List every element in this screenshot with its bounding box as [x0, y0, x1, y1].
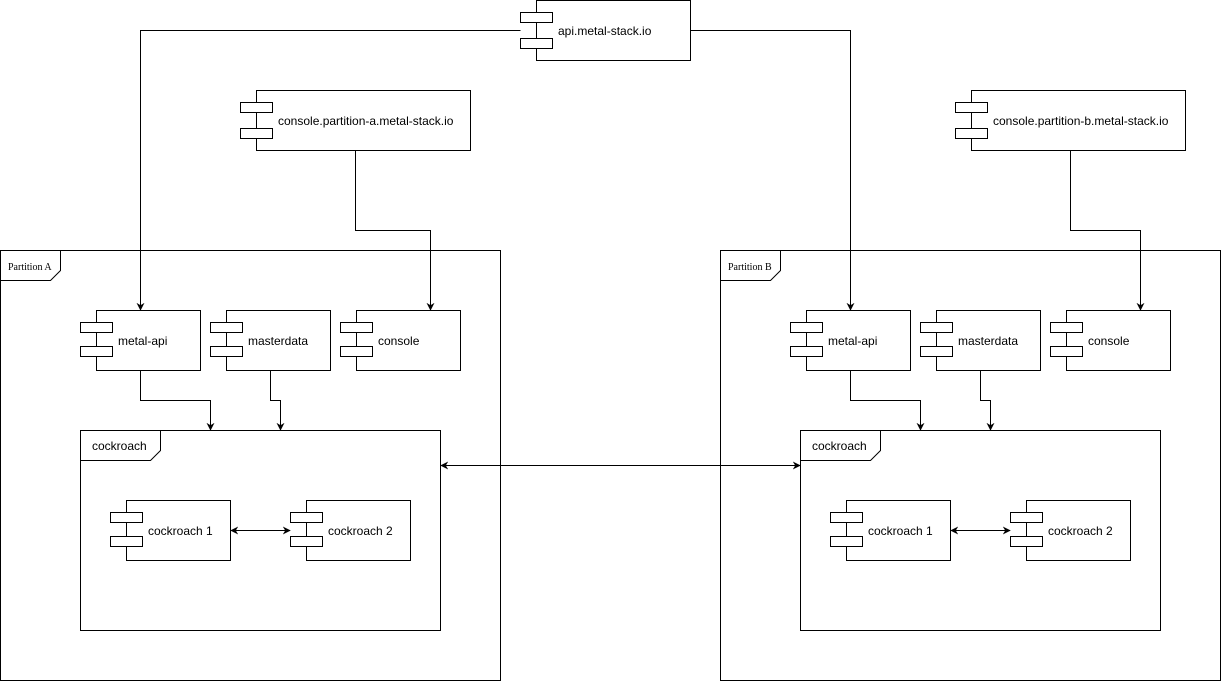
component-port-icon: [520, 12, 553, 23]
component-port-icon: [80, 346, 113, 357]
component-port-icon: [1010, 512, 1043, 523]
component-port-icon: [920, 346, 953, 357]
component-label: api.metal-stack.io: [558, 24, 652, 38]
edge-masterdata-a-to-cockroach-a: [270, 370, 285, 431]
component-label: cockroach 1: [868, 524, 933, 538]
component-b-masterdata[interactable]: masterdata: [920, 310, 1041, 371]
component-port-icon: [1010, 536, 1043, 547]
edge-console-a-top-to-console-a: [355, 150, 435, 311]
component-port-icon: [210, 322, 243, 333]
component-label: metal-api: [828, 334, 877, 348]
component-b-cockroach-1[interactable]: cockroach 1: [830, 500, 951, 561]
component-label: console.partition-a.metal-stack.io: [278, 114, 454, 128]
component-port-icon: [790, 322, 823, 333]
component-label: metal-api: [118, 334, 167, 348]
component-label: console: [1088, 334, 1130, 348]
component-label: console: [378, 334, 420, 348]
cockroach-group-a-label: cockroach: [92, 439, 147, 453]
component-label: console.partition-b.metal-stack.io: [993, 114, 1169, 128]
component-console-a-top[interactable]: console.partition-a.metal-stack.io: [240, 90, 471, 151]
component-b-console[interactable]: console: [1050, 310, 1171, 371]
edge-metal-api-a-to-cockroach-a: [140, 370, 215, 431]
component-a-cockroach-2[interactable]: cockroach 2: [290, 500, 411, 561]
edge-console-b-top-to-console-b: [1070, 150, 1145, 311]
component-port-icon: [210, 346, 243, 357]
component-port-icon: [955, 128, 988, 139]
component-port-icon: [290, 512, 323, 523]
component-port-icon: [955, 102, 988, 113]
component-a-cockroach-1[interactable]: cockroach 1: [110, 500, 231, 561]
component-port-icon: [790, 346, 823, 357]
edge-masterdata-b-to-cockroach-b: [980, 370, 995, 431]
edge-metal-api-b-to-cockroach-b: [850, 370, 925, 431]
component-port-icon: [110, 536, 143, 547]
component-port-icon: [520, 38, 553, 49]
component-port-icon: [920, 322, 953, 333]
component-label: masterdata: [958, 334, 1018, 348]
component-b-metal-api[interactable]: metal-api: [790, 310, 911, 371]
component-port-icon: [340, 322, 373, 333]
component-port-icon: [1050, 322, 1083, 333]
component-label: cockroach 1: [148, 524, 213, 538]
component-label: masterdata: [248, 334, 308, 348]
component-label: cockroach 2: [1048, 524, 1113, 538]
partition-b-title: Partition B: [728, 262, 772, 273]
component-a-metal-api[interactable]: metal-api: [80, 310, 201, 371]
component-port-icon: [1050, 346, 1083, 357]
component-console-b-top[interactable]: console.partition-b.metal-stack.io: [955, 90, 1186, 151]
edge-api-to-metal-api-a: [136, 30, 521, 311]
partition-a-title: Partition A: [8, 262, 52, 273]
component-port-icon: [290, 536, 323, 547]
component-a-console[interactable]: console: [340, 310, 461, 371]
component-port-icon: [110, 512, 143, 523]
component-port-icon: [240, 128, 273, 139]
component-b-cockroach-2[interactable]: cockroach 2: [1010, 500, 1131, 561]
component-port-icon: [830, 512, 863, 523]
component-a-masterdata[interactable]: masterdata: [210, 310, 331, 371]
component-port-icon: [340, 346, 373, 357]
component-port-icon: [240, 102, 273, 113]
component-api-top[interactable]: api.metal-stack.io: [520, 0, 691, 61]
edge-api-to-metal-api-b: [690, 30, 855, 311]
component-port-icon: [830, 536, 863, 547]
cockroach-group-b-label: cockroach: [812, 439, 867, 453]
component-port-icon: [80, 322, 113, 333]
component-label: cockroach 2: [328, 524, 393, 538]
